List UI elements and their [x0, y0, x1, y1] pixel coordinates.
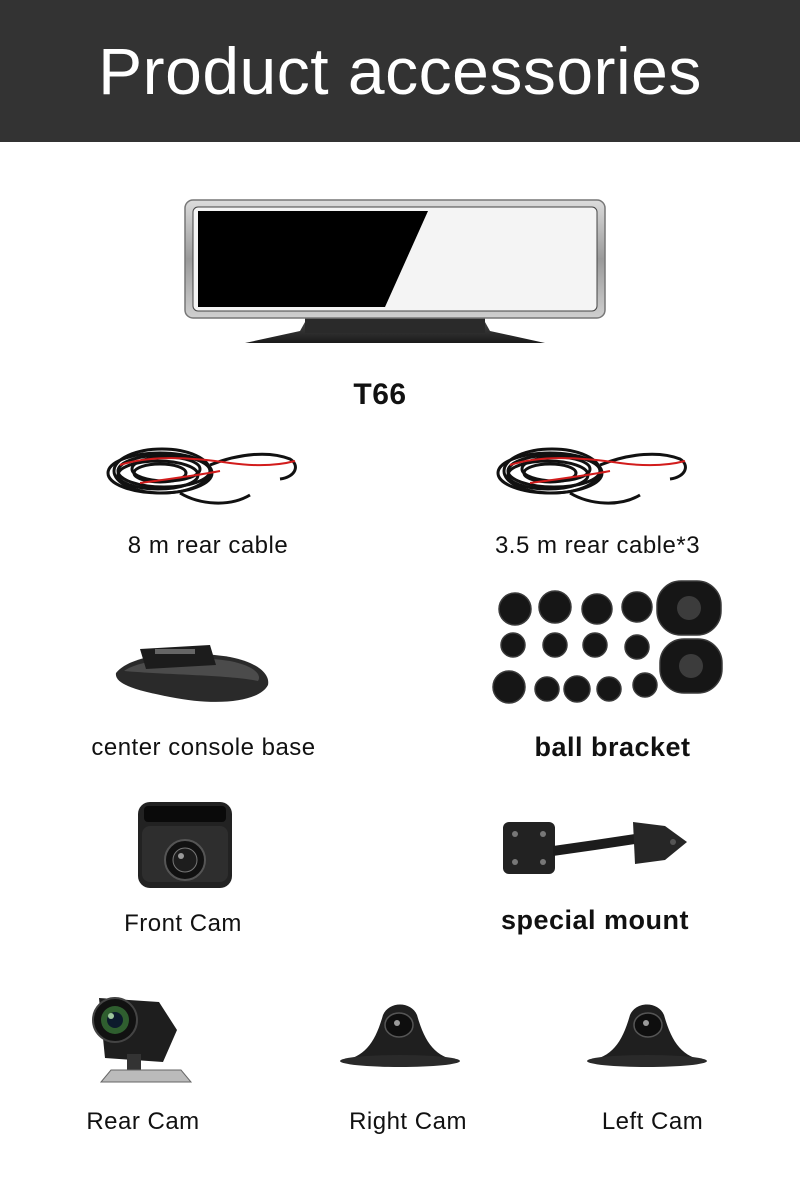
page-title: Product accessories: [98, 34, 702, 108]
rear-cam-label: Rear Cam: [86, 1108, 200, 1135]
rear-cable-8m-image: [100, 435, 305, 515]
left-cam-image: [582, 995, 712, 1070]
rear-cable-3-5m-image: [490, 435, 695, 515]
left-cam-label: Left Cam: [601, 1108, 704, 1135]
right-cam-image: [335, 995, 465, 1070]
special-mount-label: special mount: [500, 905, 690, 935]
rear-cable-3-5m-label: 3.5 m rear cable*3: [494, 532, 701, 559]
header-banner: Product accessories: [0, 0, 800, 142]
console-base-label: center console base: [91, 734, 316, 761]
rear-cable-8m-label: 8 m rear cable: [127, 532, 289, 559]
t66-monitor-image: [180, 195, 610, 355]
right-cam-label: Right Cam: [349, 1108, 467, 1135]
special-mount-image: [495, 812, 695, 882]
front-cam-label: Front Cam: [124, 910, 242, 937]
front-cam-image: [132, 798, 237, 893]
ball-bracket-label: ball bracket: [534, 732, 691, 762]
rear-cam-image: [85, 990, 200, 1090]
console-base-image: [110, 635, 275, 710]
t66-label: T66: [353, 378, 407, 411]
ball-bracket-image: [485, 575, 730, 715]
